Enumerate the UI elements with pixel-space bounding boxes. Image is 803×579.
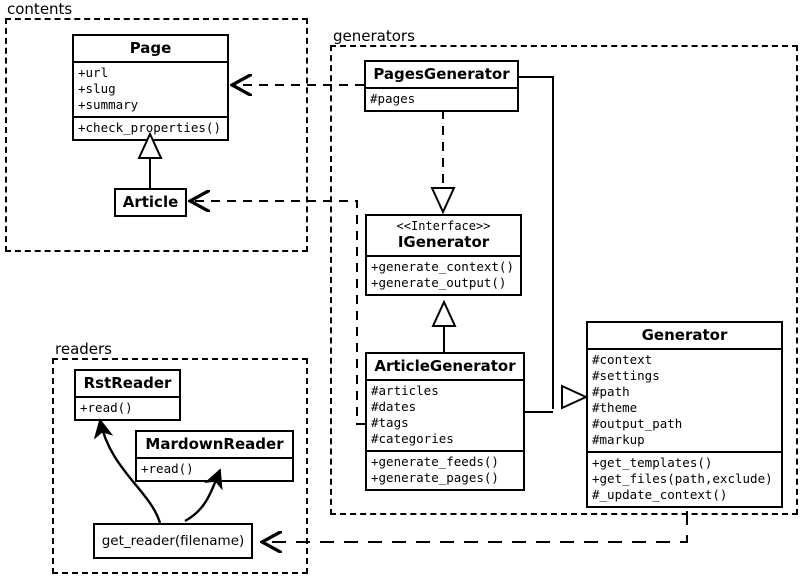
package-generators-label: generators [331, 27, 417, 45]
class-article[interactable]: Article [114, 188, 187, 217]
attribute-row: #path [592, 384, 630, 399]
package-readers [52, 358, 308, 574]
operation-row: +check_properties() [78, 120, 221, 135]
attribute-row: +slug [78, 81, 116, 96]
operation-row: +read() [141, 461, 194, 476]
package-readers-label: readers [53, 340, 114, 358]
class-article-generator-attributes: #articles #dates #tags #categories [367, 379, 523, 450]
class-generator-operations: +get_templates() +get_files(path,exclude… [588, 451, 781, 506]
class-igenerator[interactable]: <<Interface>> IGenerator +generate_conte… [365, 214, 522, 296]
attribute-row: #tags [371, 415, 409, 430]
class-article-generator-operations: +generate_feeds() +generate_pages() [367, 450, 523, 489]
class-generator[interactable]: Generator #context #settings #path #them… [586, 321, 783, 508]
operation-row: #_update_context() [592, 487, 728, 502]
function-get-reader[interactable]: get_reader(filename) [93, 523, 253, 559]
attribute-row: #categories [371, 431, 454, 446]
class-rst-reader-title: RstReader [83, 374, 172, 392]
class-rst-reader[interactable]: RstReader +read() [74, 369, 181, 421]
class-article-title: Article [122, 193, 179, 211]
attribute-row: #pages [370, 91, 416, 106]
attribute-row: #context [592, 352, 653, 367]
operation-row: +generate_output() [371, 275, 507, 290]
class-igenerator-operations: +generate_context() +generate_output() [367, 255, 520, 294]
class-page-operations: +check_properties() [74, 116, 227, 139]
operation-row: +generate_pages() [371, 470, 499, 485]
operation-row: +generate_feeds() [371, 454, 499, 469]
class-igenerator-title: IGenerator [397, 233, 490, 251]
package-contents [5, 18, 308, 252]
attribute-row: #output_path [592, 416, 683, 431]
attribute-row: +summary [78, 97, 139, 112]
class-generator-attributes: #context #settings #path #theme #output_… [588, 348, 781, 451]
class-pages-generator[interactable]: PagesGenerator #pages [364, 60, 519, 112]
package-contents-label: contents [5, 0, 75, 18]
attribute-row: +url [78, 65, 109, 80]
function-get-reader-label: get_reader(filename) [101, 533, 245, 549]
class-page[interactable]: Page +url +slug +summary +check_properti… [72, 34, 229, 141]
class-pages-generator-attributes: #pages [366, 87, 517, 110]
class-page-attributes: +url +slug +summary [74, 61, 227, 116]
attribute-row: #theme [592, 400, 638, 415]
attribute-row: #articles [371, 383, 439, 398]
class-igenerator-stereotype: <<Interface>> [396, 219, 491, 233]
attribute-row: #markup [592, 432, 645, 447]
operation-row: +get_files(path,exclude) [592, 471, 773, 486]
operation-row: +generate_context() [371, 259, 514, 274]
operation-row: +get_templates() [592, 455, 713, 470]
class-mardown-reader-title: MardownReader [145, 435, 284, 453]
class-generator-title: Generator [641, 326, 728, 344]
class-mardown-reader[interactable]: MardownReader +read() [135, 430, 294, 482]
class-page-title: Page [129, 39, 172, 57]
class-mardown-reader-operations: +read() [137, 457, 292, 480]
operation-row: +read() [80, 400, 133, 415]
attribute-row: #settings [592, 368, 660, 383]
class-pages-generator-title: PagesGenerator [373, 65, 510, 83]
class-article-generator[interactable]: ArticleGenerator #articles #dates #tags … [365, 352, 525, 491]
attribute-row: #dates [371, 399, 417, 414]
class-article-generator-title: ArticleGenerator [374, 357, 516, 375]
class-rst-reader-operations: +read() [76, 396, 179, 419]
relation-generator-depends-getreader [262, 511, 688, 542]
